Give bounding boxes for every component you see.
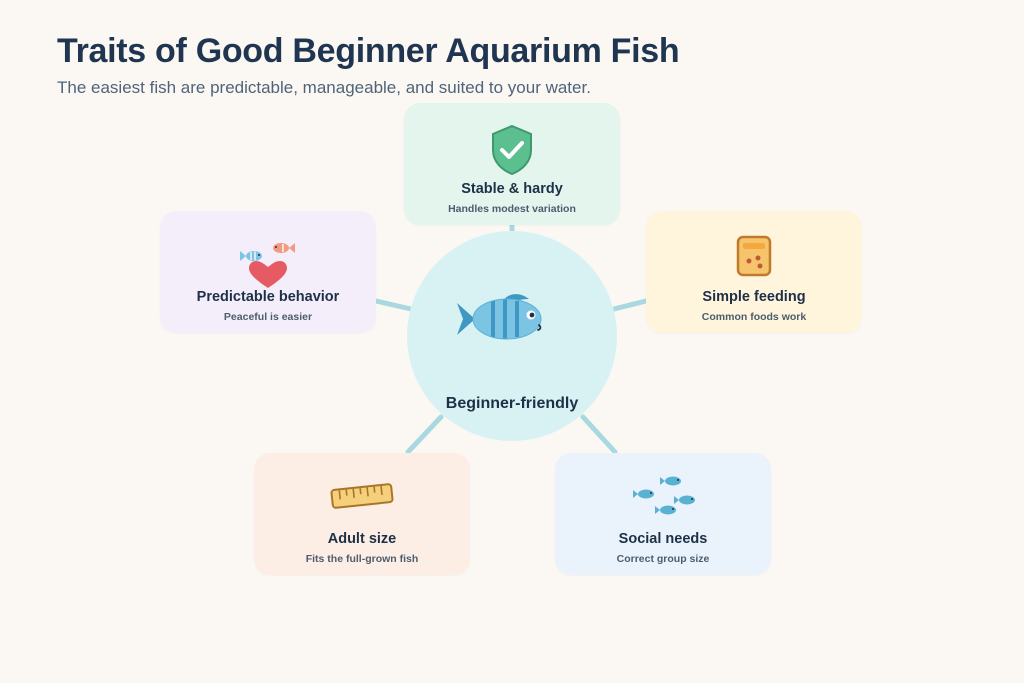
trait-label: Adult size bbox=[327, 531, 397, 547]
fish-school-icon bbox=[630, 471, 696, 522]
trait-card-social-needs: Social needs Correct group size bbox=[555, 453, 771, 575]
trait-description: Handles modest variation bbox=[448, 203, 576, 215]
trait-card-stable-hardy: Stable & hardy Handles modest variation bbox=[404, 103, 620, 225]
ruler-icon bbox=[330, 481, 394, 516]
trait-label: Predictable behavior bbox=[196, 289, 340, 305]
trait-description: Fits the full-grown fish bbox=[305, 553, 419, 565]
trait-label: Simple feeding bbox=[702, 289, 806, 305]
fish-heart-icon bbox=[238, 239, 298, 296]
trait-description: Correct group size bbox=[616, 553, 710, 565]
trait-label: Stable & hardy bbox=[461, 181, 563, 197]
page-subtitle: The easiest fish are predictable, manage… bbox=[57, 78, 591, 97]
trait-card-adult-size: Adult size Fits the full-grown fish bbox=[254, 453, 470, 575]
connector-behavior bbox=[373, 298, 414, 312]
connector-feeding bbox=[611, 298, 649, 312]
shield-check-icon bbox=[489, 123, 535, 182]
trait-card-predictable-behavior: Predictable behavior Peaceful is easier bbox=[160, 211, 376, 333]
trait-card-simple-feeding: Simple feeding Common foods work bbox=[646, 211, 862, 333]
trait-description: Common foods work bbox=[701, 311, 807, 323]
connector-size bbox=[405, 414, 444, 455]
food-container-icon bbox=[735, 235, 773, 282]
connector-social bbox=[580, 414, 618, 455]
hub-circle: Beginner-friendly bbox=[407, 231, 617, 441]
fish-icon bbox=[455, 289, 551, 350]
page-title: Traits of Good Beginner Aquarium Fish bbox=[57, 32, 680, 70]
trait-label: Social needs bbox=[618, 531, 708, 547]
hub-label: Beginner-friendly bbox=[445, 395, 579, 412]
trait-description: Peaceful is easier bbox=[223, 311, 313, 323]
